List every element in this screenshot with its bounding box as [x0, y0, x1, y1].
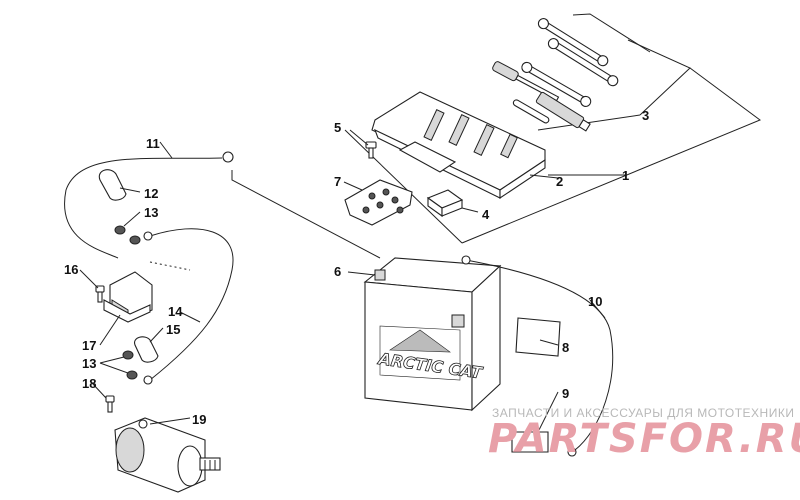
- starter-motor-19: [114, 417, 221, 493]
- callout-2: 2: [556, 174, 563, 189]
- callout-4: 4: [482, 207, 490, 222]
- tool-box: [371, 91, 546, 200]
- battery-pad-9: [511, 431, 549, 453]
- tool-kit-tools: [492, 13, 651, 132]
- callout-16: 16: [64, 262, 78, 277]
- callout-3: 3: [642, 108, 649, 123]
- bolt-5: [365, 141, 377, 159]
- bolt-16: [95, 285, 105, 303]
- callout-13b: 13: [82, 356, 96, 371]
- terminal-cap-12: [98, 169, 127, 201]
- battery-label-8: [515, 317, 561, 357]
- callout-17: 17: [82, 338, 96, 353]
- callout-18: 18: [82, 376, 96, 391]
- callout-labels: 1 2 3 4 5 6 7 8 9 10 11 12 13 13 14 15 1…: [64, 108, 649, 427]
- callout-1: 1: [622, 168, 629, 183]
- callout-13a: 13: [144, 205, 158, 220]
- callout-8: 8: [562, 340, 569, 355]
- callout-5: 5: [334, 120, 341, 135]
- callout-14: 14: [168, 304, 183, 319]
- starter-relay-17: [103, 271, 153, 323]
- callout-7: 7: [334, 174, 341, 189]
- callout-12: 12: [144, 186, 158, 201]
- watermark-logo: PARTSFOR.RU: [488, 416, 800, 462]
- foam-pad-4: [426, 189, 464, 218]
- callout-9: 9: [562, 386, 569, 401]
- callout-11: 11: [146, 136, 160, 151]
- callout-6: 6: [334, 264, 341, 279]
- callout-19: 19: [192, 412, 206, 427]
- bolt-18: [105, 395, 115, 413]
- nuts-13-upper: [114, 225, 141, 245]
- callout-10: 10: [588, 294, 602, 309]
- watermark-caption: ЗАПЧАСТИ И АКСЕССУАРЫ ДЛЯ МОТОТЕХНИКИ: [492, 406, 794, 420]
- battery: ARCTIC CAT: [363, 257, 502, 412]
- watermark: ЗАПЧАСТИ И АКСЕССУАРЫ ДЛЯ МОТОТЕХНИКИ PA…: [488, 406, 800, 462]
- leader-lines: [79, 129, 618, 433]
- cable-11: [64, 151, 234, 259]
- nuts-13-lower: [122, 350, 138, 380]
- cable-10: [461, 255, 614, 457]
- hardware-plate-7: [344, 179, 413, 226]
- callout-15: 15: [166, 322, 180, 337]
- cable-14: [143, 228, 234, 385]
- terminal-cap-15: [134, 336, 159, 363]
